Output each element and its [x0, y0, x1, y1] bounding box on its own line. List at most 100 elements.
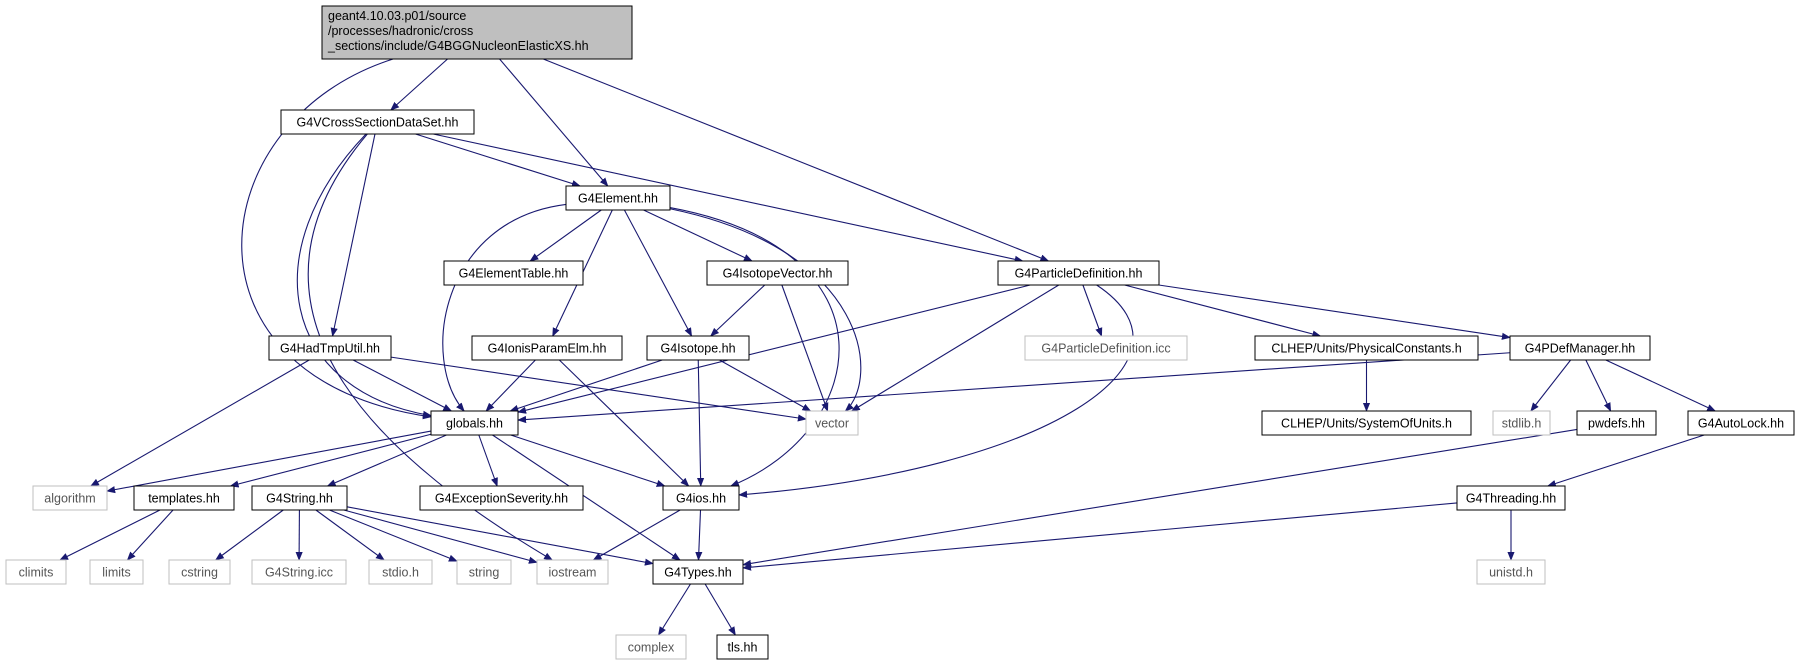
node-string: string: [456, 559, 512, 585]
edge-g4vcross-to-iostream: [307, 133, 553, 561]
node-label: climits: [19, 566, 54, 580]
node-limits: limits: [89, 559, 144, 585]
node-box: [805, 410, 859, 436]
node-tls[interactable]: tls.hh: [716, 634, 769, 660]
edge-g4ios-to-iostream: [592, 509, 681, 561]
edge-g4element-to-globals: [442, 203, 567, 412]
edge-g4particledef-to-vector: [850, 284, 1060, 412]
node-label: G4ParticleDefinition.hh: [1015, 267, 1143, 281]
node-unistd: unistd.h: [1476, 559, 1546, 585]
node-box: [430, 410, 519, 436]
node-label: G4AutoLock.hh: [1698, 417, 1784, 431]
node-pwdefs[interactable]: pwdefs.hh: [1576, 410, 1657, 436]
edge-templates-to-limits: [126, 509, 174, 561]
node-label: CLHEP/Units/SystemOfUnits.h: [1281, 417, 1452, 431]
node-box: [251, 485, 348, 511]
edge-g4string-to-cstring: [214, 509, 284, 561]
node-g4ios[interactable]: G4ios.hh: [662, 485, 740, 511]
edge-g4pdefmanager-to-g4autolock: [1605, 359, 1717, 412]
edge-g4vcross-to-g4hadtmputil: [330, 133, 376, 337]
edge-g4types-to-complex: [658, 583, 691, 636]
edge-g4isotope-to-vector: [719, 359, 812, 412]
node-g4string[interactable]: G4String.hh: [251, 485, 348, 511]
node-label: G4String.hh: [266, 492, 333, 506]
edge-g4element-to-g4elementtable: [529, 209, 602, 262]
node-g4ionisparamelm[interactable]: G4IonisParamElm.hh: [471, 335, 623, 361]
node-stdlib: stdlib.h: [1492, 410, 1551, 436]
node-box: [615, 634, 687, 660]
node-clhep_sys[interactable]: CLHEP/Units/SystemOfUnits.h: [1261, 410, 1472, 436]
node-g4isotope[interactable]: G4Isotope.hh: [646, 335, 750, 361]
node-box: [471, 335, 623, 361]
node-label: iostream: [549, 566, 597, 580]
node-g4particledef_icc: G4ParticleDefinition.icc: [1024, 335, 1188, 361]
node-g4threading[interactable]: G4Threading.hh: [1456, 485, 1566, 511]
node-box: [5, 559, 67, 585]
node-box: [1254, 335, 1479, 361]
node-label: G4PDefManager.hh: [1525, 342, 1636, 356]
node-templates[interactable]: templates.hh: [133, 485, 235, 511]
edge-root-to-g4particledef: [543, 58, 1050, 262]
node-box: [456, 559, 512, 585]
edge-g4string-to-iostream: [343, 509, 538, 564]
node-g4exception[interactable]: G4ExceptionSeverity.hh: [419, 485, 584, 511]
node-box: [536, 559, 609, 585]
node-box: [251, 559, 347, 585]
node-cstring: cstring: [168, 559, 231, 585]
node-iostream: iostream: [536, 559, 609, 585]
edge-g4element-to-vector: [669, 208, 862, 412]
node-stdio: stdio.h: [368, 559, 433, 585]
node-label: G4ExceptionSeverity.hh: [435, 492, 568, 506]
node-clhep_phys[interactable]: CLHEP/Units/PhysicalConstants.h: [1254, 335, 1479, 361]
edge-g4hadtmputil-to-vector: [390, 356, 807, 422]
edge-g4isotope-to-globals: [509, 359, 663, 412]
node-g4pdefmanager[interactable]: G4PDefManager.hh: [1509, 335, 1651, 361]
node-g4isotopevector[interactable]: G4IsotopeVector.hh: [706, 260, 849, 286]
node-g4types[interactable]: G4Types.hh: [652, 559, 744, 585]
edge-g4pdefmanager-to-stdlib: [1530, 359, 1572, 412]
node-box: [32, 485, 108, 511]
edge-globals-to-templates: [229, 433, 432, 488]
node-box: [321, 5, 633, 60]
node-root[interactable]: geant4.10.03.p01/source/processes/hadron…: [321, 5, 633, 60]
edge-root-to-g4vcross: [390, 58, 448, 111]
edge-g4threading-to-g4types: [742, 502, 1458, 571]
node-g4particledef[interactable]: G4ParticleDefinition.hh: [997, 260, 1160, 286]
node-box: [168, 559, 231, 585]
node-label: complex: [628, 641, 675, 655]
node-g4hadtmputil[interactable]: G4HadTmpUtil.hh: [268, 335, 392, 361]
node-label: G4String.icc: [265, 566, 333, 580]
node-box: [1687, 410, 1795, 436]
node-label: pwdefs.hh: [1588, 417, 1645, 431]
node-g4vcross[interactable]: G4VCrossSectionDataSet.hh: [280, 109, 475, 135]
node-box: [646, 335, 750, 361]
node-complex: complex: [615, 634, 687, 660]
node-g4autolock[interactable]: G4AutoLock.hh: [1687, 410, 1795, 436]
edge-g4particledef-to-g4ios: [738, 284, 1134, 498]
node-box: [1509, 335, 1651, 361]
edge-g4isotopevector-to-g4isotope: [710, 284, 766, 337]
node-label: G4ParticleDefinition.icc: [1041, 342, 1170, 356]
node-g4element[interactable]: G4Element.hh: [565, 185, 671, 211]
edge-globals-to-algorithm: [106, 430, 432, 494]
node-box: [716, 634, 769, 660]
edge-g4particledef-to-globals: [517, 284, 1031, 414]
edge-g4particledef-to-g4particledef_icc: [1082, 284, 1103, 337]
node-g4elementtable[interactable]: G4ElementTable.hh: [443, 260, 584, 286]
node-box: [133, 485, 235, 511]
edge-g4ionisparamelm-to-globals: [485, 359, 536, 412]
node-label: G4Types.hh: [664, 566, 731, 580]
node-label: G4Element.hh: [578, 192, 658, 206]
node-box: [1476, 559, 1546, 585]
node-box: [1261, 410, 1472, 436]
node-label: templates.hh: [148, 492, 220, 506]
edge-root-to-g4element: [499, 58, 609, 187]
edge-g4autolock-to-g4threading: [1546, 434, 1705, 487]
edge-root-to-globals: [241, 58, 432, 420]
node-box: [1456, 485, 1566, 511]
edge-globals-to-g4string: [326, 434, 447, 487]
node-vector: vector: [805, 410, 859, 436]
node-box: [706, 260, 849, 286]
node-globals[interactable]: globals.hh: [430, 410, 519, 436]
